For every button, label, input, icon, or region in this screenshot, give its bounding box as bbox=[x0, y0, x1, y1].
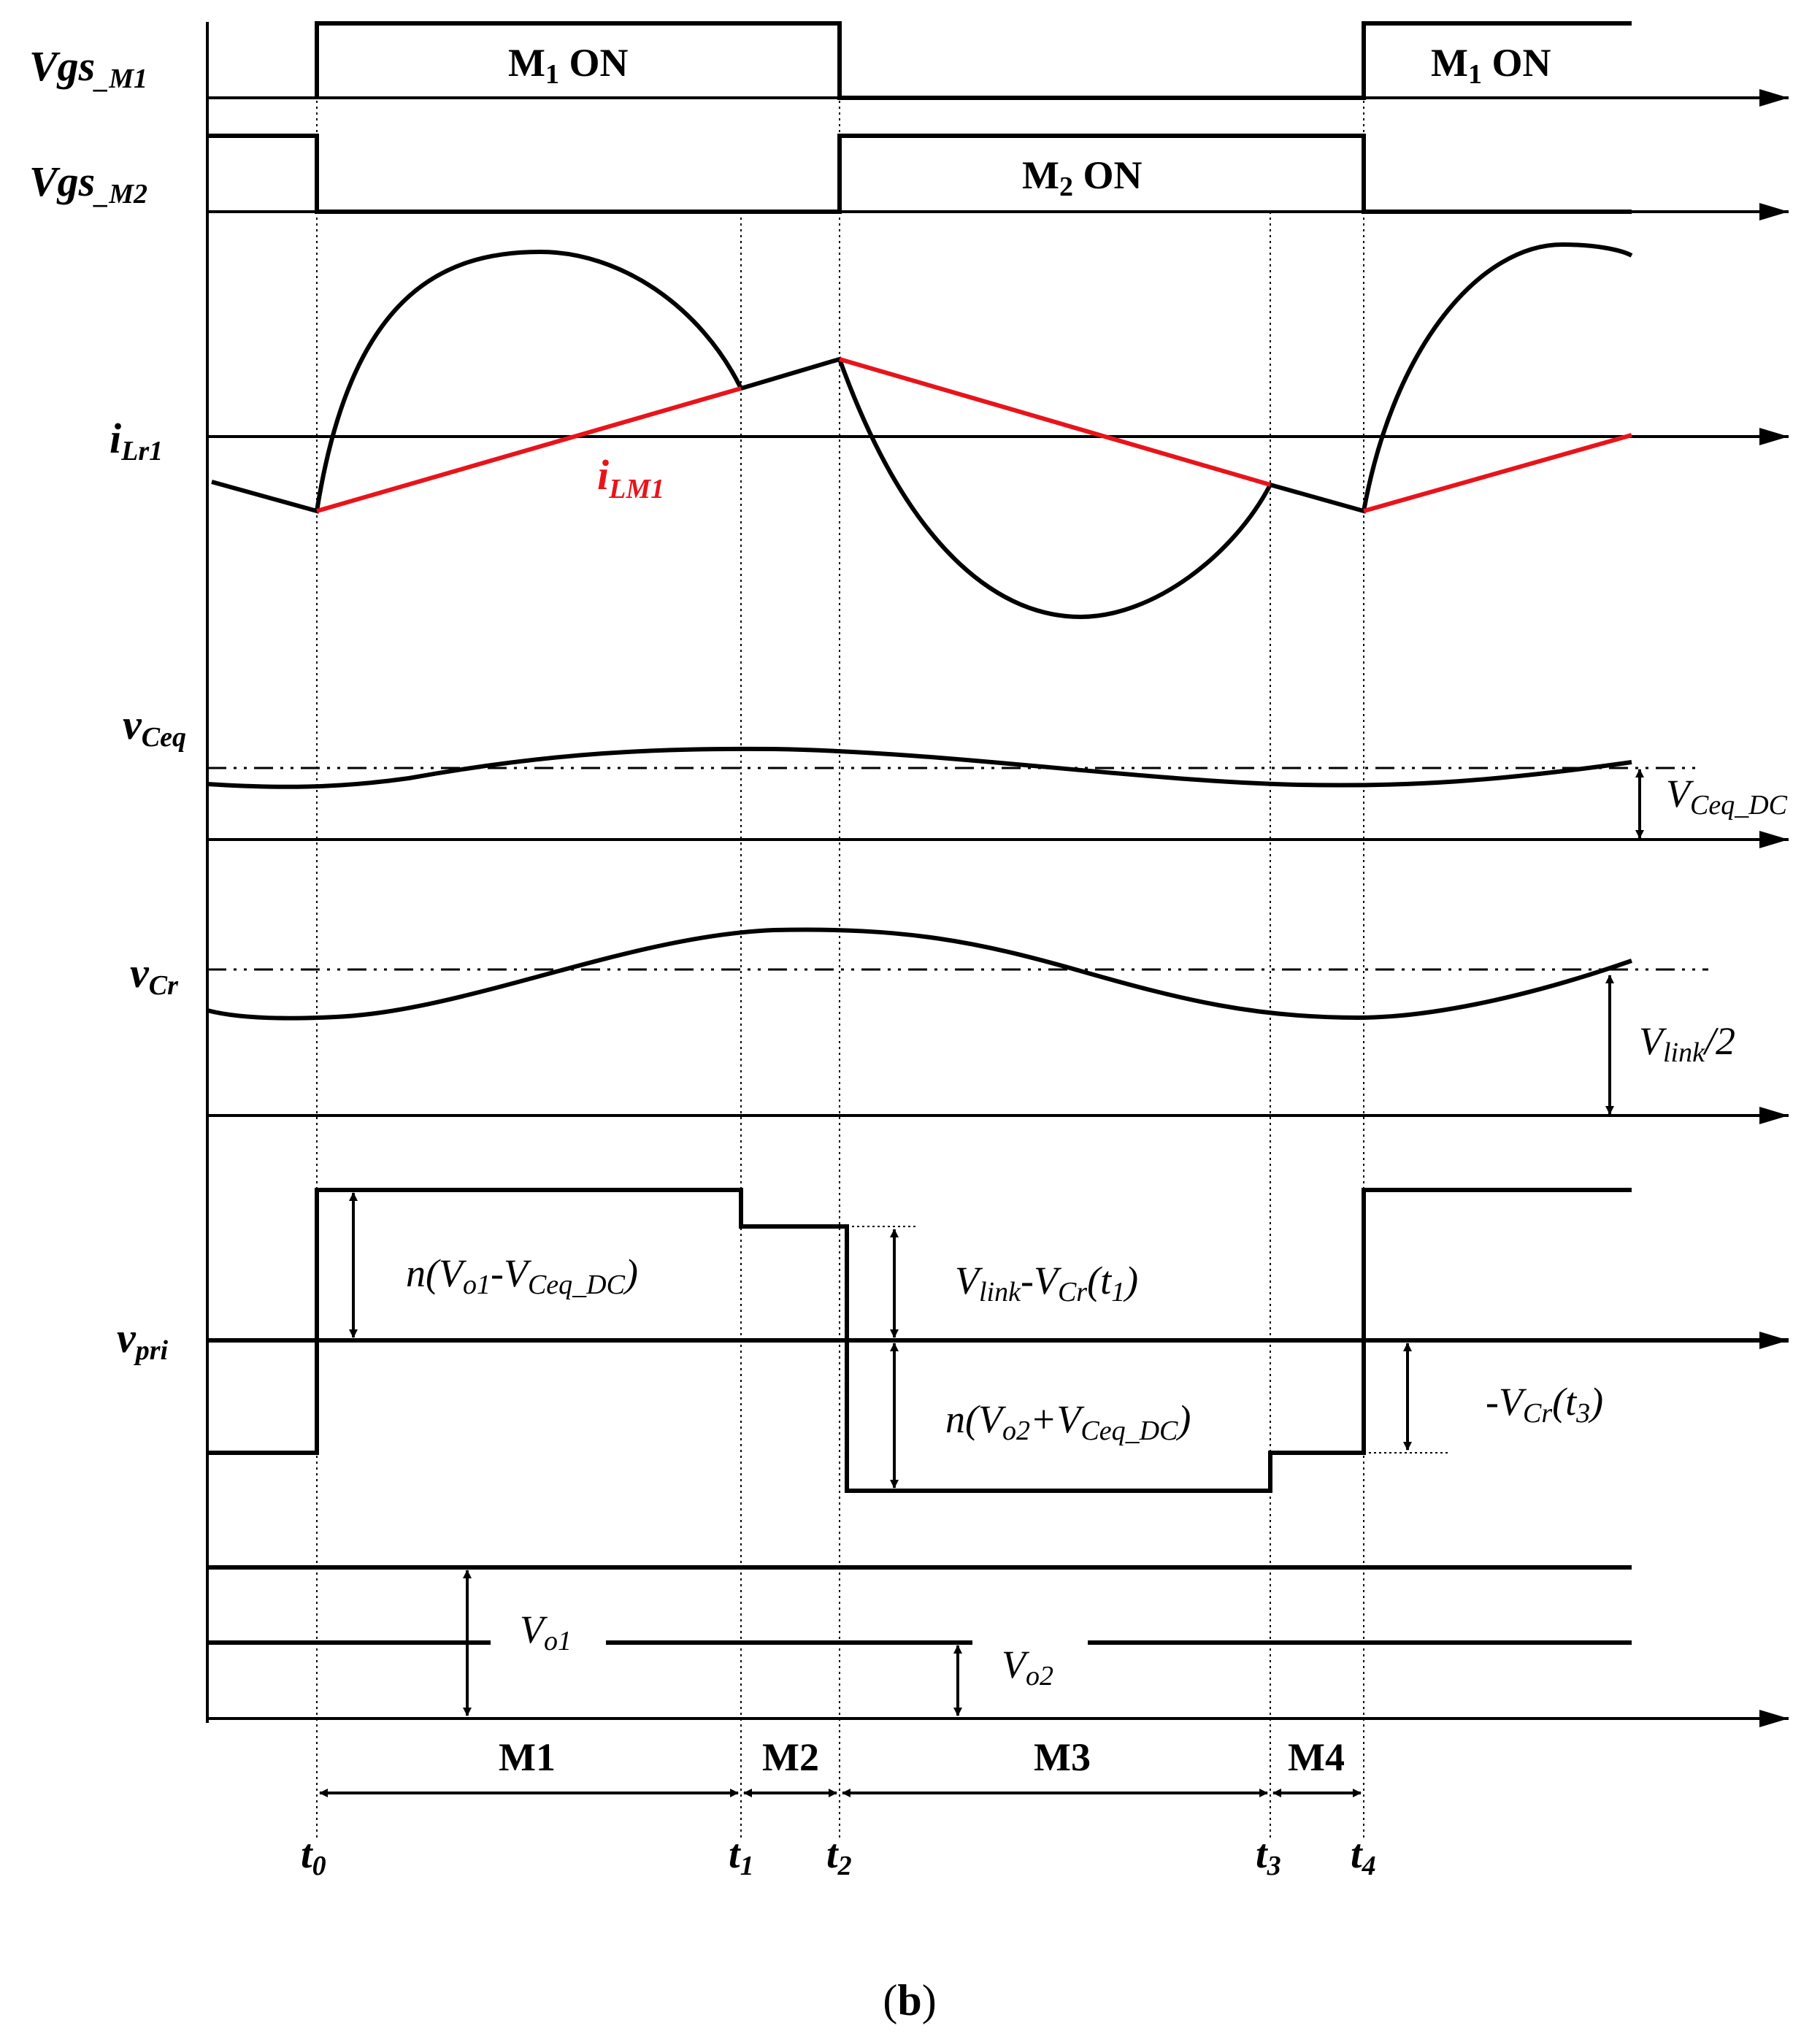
time-label-t3: t3 bbox=[1256, 1832, 1281, 1881]
label-m1-on-first: M1 ON bbox=[508, 41, 628, 90]
vgs-m1-waveform bbox=[315, 21, 1632, 100]
label-ilr1: iLr1 bbox=[110, 415, 163, 466]
time-guides bbox=[316, 95, 1364, 1840]
label-vgs-m2: Vgs_M2 bbox=[29, 158, 147, 210]
ilm1-waveform-rise bbox=[1363, 433, 1632, 513]
label-vlink-half: Vlink/2 bbox=[1639, 1019, 1735, 1068]
time-label-t0: t0 bbox=[301, 1832, 326, 1881]
label-vceq-dc: VCeq_DC bbox=[1666, 772, 1788, 821]
vpri-waveform bbox=[207, 1188, 1632, 1493]
ilm1-waveform-fall bbox=[839, 357, 1271, 487]
label-m2-on: M2 ON bbox=[1022, 153, 1142, 202]
label-vpri: vpri bbox=[117, 1314, 169, 1366]
ilm1-waveform bbox=[316, 386, 742, 513]
label-vo1: Vo1 bbox=[520, 1608, 572, 1656]
interval-label-m2: M2 bbox=[762, 1735, 819, 1779]
interval-label-m4: M4 bbox=[1288, 1735, 1345, 1779]
time-label-t2: t2 bbox=[826, 1832, 852, 1881]
horizontal-axes bbox=[207, 89, 1789, 1727]
interval-label-m3: M3 bbox=[1034, 1735, 1091, 1779]
label-m1-on-second: M1 ON bbox=[1431, 41, 1551, 90]
label-vgs-m1: Vgs_M1 bbox=[29, 42, 147, 94]
time-label-t1: t1 bbox=[729, 1832, 754, 1881]
label-vlink-vcr-t1: Vlink-VCr(t1) bbox=[955, 1259, 1138, 1308]
ilr1-waveform bbox=[211, 242, 1633, 620]
label-neg-vcr-t3: -VCr(t3) bbox=[1486, 1380, 1603, 1429]
vceq-waveform bbox=[207, 746, 1632, 789]
figure-caption: (b) bbox=[883, 1976, 936, 2024]
label-n-vo2: n(Vo2+VCeq_DC) bbox=[945, 1397, 1191, 1446]
vcr-waveform bbox=[207, 927, 1632, 1021]
label-vo2: Vo2 bbox=[1002, 1643, 1053, 1692]
label-vceq: vCeq bbox=[123, 701, 186, 753]
label-n-vo1: n(Vo1-VCeq_DC) bbox=[406, 1251, 638, 1300]
label-ilm1: iLM1 bbox=[597, 451, 664, 504]
interval-label-m1: M1 bbox=[499, 1735, 556, 1779]
time-label-t4: t4 bbox=[1351, 1832, 1376, 1881]
label-vcr: vCr bbox=[130, 949, 179, 1001]
vgs-m2-waveform bbox=[207, 134, 1632, 214]
